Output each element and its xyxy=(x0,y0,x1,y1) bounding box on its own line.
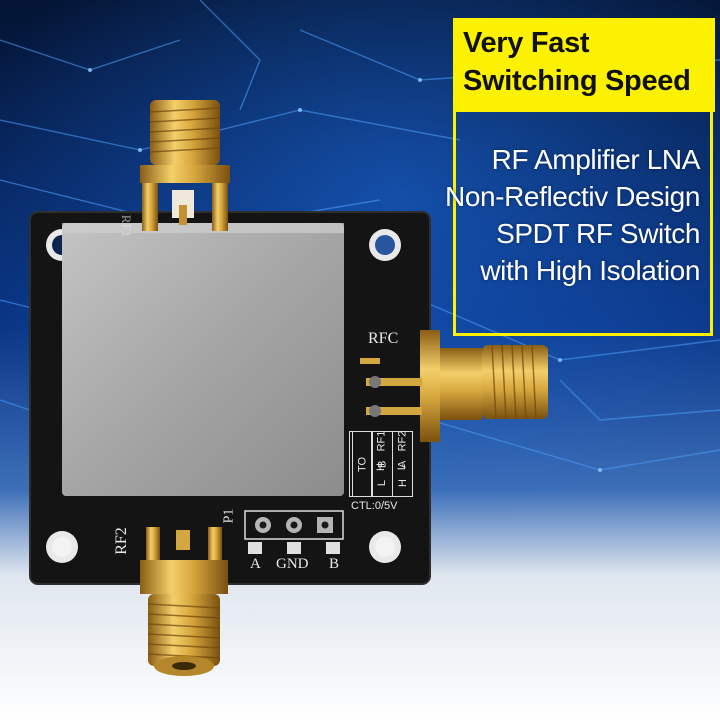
sma-connector-top xyxy=(140,100,230,231)
label-p1: P1 xyxy=(221,508,237,524)
sma-connector-rf2 xyxy=(140,527,228,676)
truth-row2-to: RF2 xyxy=(396,430,408,452)
label-ctl-voltage: CTL:0/5V xyxy=(351,500,398,512)
label-pin-a: A xyxy=(250,556,261,572)
label-rfc: RFC xyxy=(368,330,399,347)
header-p1 xyxy=(244,510,344,554)
truth-table: A B TO xyxy=(349,431,413,497)
headline-banner: Very Fast Switching Speed xyxy=(453,18,715,112)
feature-item-2: Non-Reflectiv Design xyxy=(445,181,700,212)
sma-connector-rfc xyxy=(360,330,548,442)
rf-shield-top-edge xyxy=(62,223,344,233)
truth-table-rows: L H RF1 H L RF2 xyxy=(349,431,413,497)
feature-item-3: SPDT RF Switch xyxy=(496,218,700,249)
truth-row1-to: RF1 xyxy=(375,430,387,452)
feature-frame: RF Amplifier LNA Non-Reflectiv Design SP… xyxy=(445,112,713,336)
label-rf1: RF1 xyxy=(119,214,135,238)
rf-shield-can xyxy=(62,223,344,496)
feature-item-4: with High Isolation xyxy=(480,255,700,286)
label-pin-b: B xyxy=(329,556,340,572)
headline-line-1: Very Fast xyxy=(463,27,590,59)
headline-line-2: Switching Speed xyxy=(463,65,691,97)
label-rf2: RF2 xyxy=(112,527,130,555)
label-pin-gnd: GND xyxy=(276,556,309,572)
feature-item-1: RF Amplifier LNA xyxy=(491,144,701,175)
